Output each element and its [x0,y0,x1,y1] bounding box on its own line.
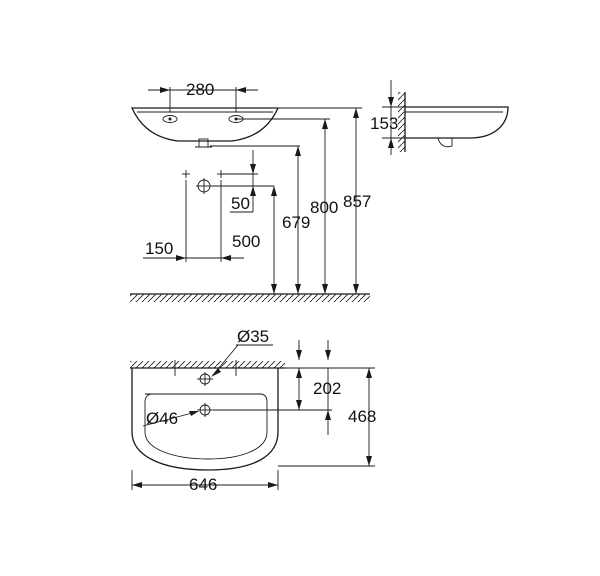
tap-hole-left [162,115,178,123]
wall-hatch [398,92,405,152]
top-wall-hatch [130,361,285,368]
supply-right [217,170,225,262]
basin-top-outline [131,368,279,471]
dim-drain-dia: Ø46 [146,409,178,428]
waste-trap [196,178,212,194]
basin-side-outline [405,106,509,139]
dim-supply-height: 500 [232,232,260,251]
dim-rim-height: 857 [343,192,371,211]
dim-drain-height: 679 [282,213,310,232]
basin-front-outline [130,107,280,142]
side-view: 153 [370,80,509,155]
drain-outlet [198,138,209,148]
dim-wall-to-tap: 202 [313,379,341,398]
dim-supply-spacing: 150 [145,239,173,258]
top-view: Ø35 Ø46 202 468 [130,327,376,494]
basin-bowl-outline [144,393,268,460]
front-view: 280 50 150 [130,80,371,302]
dim-mount-height: 800 [310,198,338,217]
floor-hatch [130,294,370,302]
dim-side-depth: 153 [370,114,398,133]
supply-left [182,170,190,262]
dim-projection: 468 [348,407,376,426]
dim-width: 646 [189,475,217,494]
dim-trap-offset: 50 [231,194,250,213]
dim-hole-spacing: 280 [186,80,214,99]
dim-tap-hole-dia: Ø35 [237,327,269,346]
top-drain-hole [197,403,213,417]
top-tap-hole [197,372,213,386]
